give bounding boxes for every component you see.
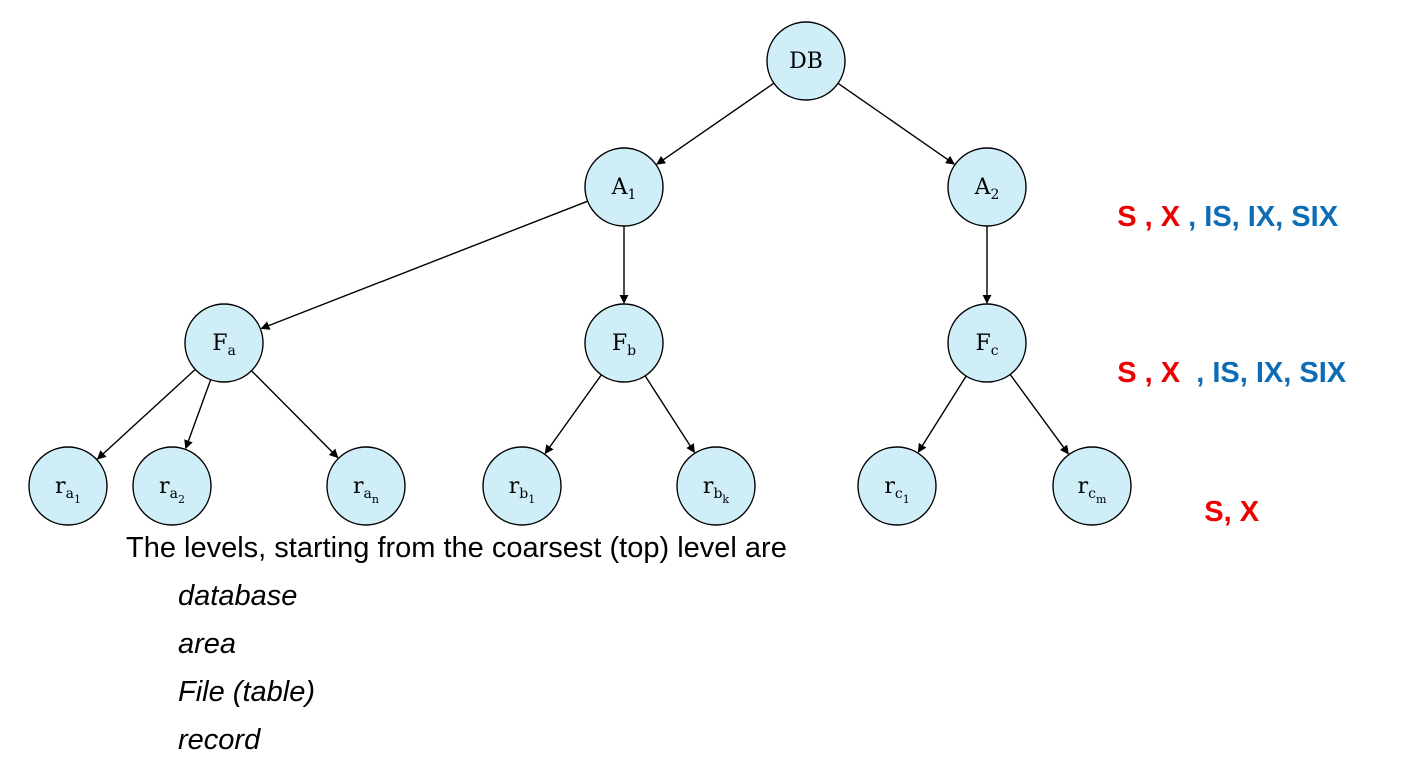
node-label: rbk xyxy=(703,474,730,506)
node-label-subscript: a xyxy=(364,486,372,502)
edge-fc-rcm xyxy=(1009,373,1069,455)
node-label-subsubscript: 1 xyxy=(528,493,535,506)
node-label-main: r xyxy=(703,474,714,499)
area-lock-modes-blue: , IS, IX, SIX xyxy=(1180,201,1339,233)
edges-layer xyxy=(96,82,1069,460)
node-label-subscript: 1 xyxy=(627,187,636,203)
node-fc: Fc xyxy=(947,303,1027,383)
node-rc1: rc1 xyxy=(857,446,937,526)
file-lock-modes-blue: , IS, IX, SIX xyxy=(1180,357,1347,389)
node-label: ran xyxy=(353,474,379,506)
file-lock-modes: S , X , IS, IX, SIX xyxy=(1085,330,1346,417)
node-circle xyxy=(947,147,1027,227)
node-label: Fb xyxy=(612,331,636,359)
node-label-main: F xyxy=(975,331,990,356)
edge-fa-ra2 xyxy=(184,379,212,450)
edge-db-a2 xyxy=(837,82,955,165)
node-label-subscript: 2 xyxy=(990,187,999,203)
edge-fb-rb1 xyxy=(544,374,602,455)
node-ra1: ra1 xyxy=(28,446,108,526)
node-label-subsubscript: k xyxy=(722,493,729,506)
area-lock-modes: S , X , IS, IX, SIX xyxy=(1085,174,1338,261)
node-a2: A2 xyxy=(947,147,1027,227)
record-lock-modes-red: S, X xyxy=(1204,496,1260,528)
node-label-main: A xyxy=(611,175,629,200)
node-label-subscript: c xyxy=(895,486,903,502)
node-circle xyxy=(766,21,846,101)
file-lock-modes-red: S , X xyxy=(1117,357,1181,389)
edge-db-a1 xyxy=(656,82,775,165)
node-a1: A1 xyxy=(584,147,664,227)
record-lock-modes: S, X xyxy=(1172,469,1259,556)
level-item-file: File (table) xyxy=(178,676,315,708)
node-label-main: r xyxy=(509,474,520,499)
node-label-main: r xyxy=(159,474,170,499)
node-label-main: DB xyxy=(789,49,823,74)
edge-a1-fa xyxy=(260,200,588,330)
edge-fa-ran xyxy=(251,370,339,459)
node-label-subscript: b xyxy=(713,486,722,502)
node-label-main: A xyxy=(974,175,992,200)
node-circle xyxy=(584,303,664,383)
node-circle xyxy=(676,446,756,526)
node-rcm: rcm xyxy=(1052,446,1132,526)
area-lock-modes-red: S , X xyxy=(1117,201,1181,233)
node-label-main: r xyxy=(353,474,364,499)
node-circle xyxy=(184,303,264,383)
node-ra2: ra2 xyxy=(132,446,212,526)
node-circle xyxy=(857,446,937,526)
node-circle xyxy=(584,147,664,227)
node-label: rc1 xyxy=(884,474,909,506)
node-label: A1 xyxy=(611,175,637,203)
node-label: rcm xyxy=(1078,474,1107,506)
node-circle xyxy=(326,446,406,526)
node-fa: Fa xyxy=(184,303,264,383)
node-label: rb1 xyxy=(509,474,536,506)
node-db: DB xyxy=(766,21,846,101)
node-label-subscript: a xyxy=(66,486,74,502)
node-rbk: rbk xyxy=(676,446,756,526)
node-label-main: F xyxy=(612,331,627,356)
node-circle xyxy=(1052,446,1132,526)
edge-fc-rc1 xyxy=(917,375,967,453)
node-label-subscript: a xyxy=(170,486,178,502)
edge-fb-rbk xyxy=(644,375,695,454)
edge-fa-ra1 xyxy=(96,368,196,460)
node-label-main: F xyxy=(212,331,227,356)
node-label: ra1 xyxy=(55,474,81,506)
node-label-subsubscript: m xyxy=(1096,493,1107,506)
node-label-subsubscript: 1 xyxy=(74,493,81,506)
node-circle xyxy=(482,446,562,526)
node-label-main: r xyxy=(884,474,895,499)
node-label: DB xyxy=(789,49,823,74)
node-label-subsubscript: 1 xyxy=(903,493,910,506)
node-label-subsubscript: 2 xyxy=(178,493,185,506)
node-label: Fa xyxy=(212,331,236,359)
node-label: Fc xyxy=(975,331,998,359)
node-label-subscript: a xyxy=(227,343,235,359)
level-item-record: record xyxy=(178,724,261,756)
node-fb: Fb xyxy=(584,303,664,383)
level-item-database: database xyxy=(178,580,298,612)
node-label-subscript: c xyxy=(991,343,999,359)
node-circle xyxy=(947,303,1027,383)
node-label-subscript: c xyxy=(1088,486,1096,502)
node-ran: ran xyxy=(326,446,406,526)
node-label: A2 xyxy=(974,175,1000,203)
levels-heading: The levels, starting from the coarsest (… xyxy=(126,532,787,564)
node-label-main: r xyxy=(1078,474,1089,499)
node-circle xyxy=(132,446,212,526)
node-label: ra2 xyxy=(159,474,185,506)
level-item-area: area xyxy=(178,628,237,660)
node-rb1: rb1 xyxy=(482,446,562,526)
node-label-subscript: b xyxy=(627,343,636,359)
node-label-subsubscript: n xyxy=(372,493,379,506)
node-label-main: r xyxy=(55,474,66,499)
node-label-subscript: b xyxy=(519,486,528,502)
node-circle xyxy=(28,446,108,526)
